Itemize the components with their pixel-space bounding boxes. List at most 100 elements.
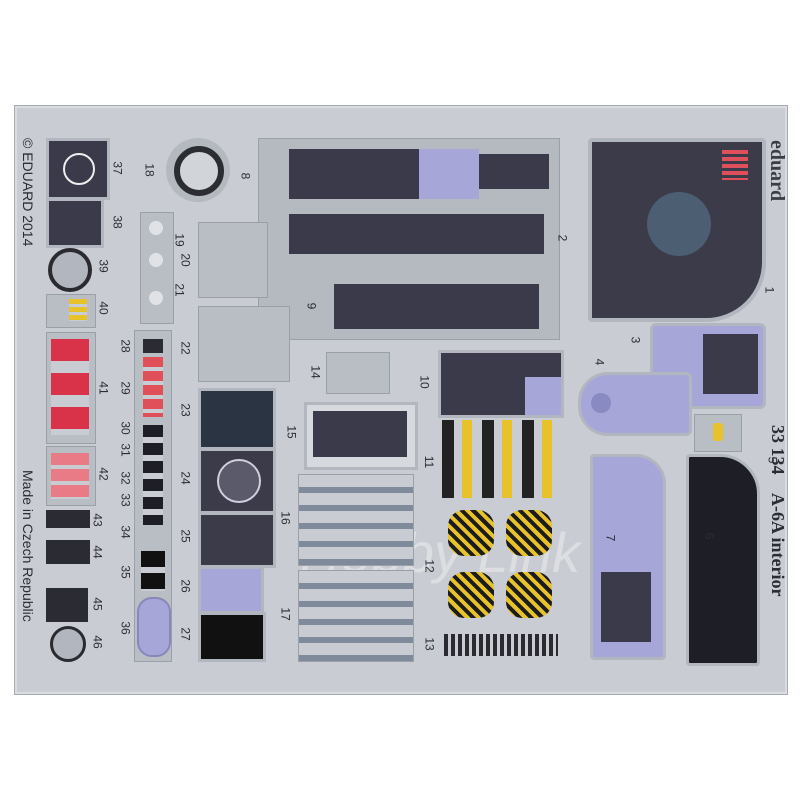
- part-3-dark-inset: [703, 334, 758, 394]
- part-number-label: 22: [178, 341, 193, 355]
- copyright-text: © EDUARD 2014: [20, 138, 36, 247]
- panel-strip-middle: [289, 214, 544, 254]
- part-number-label: 21: [172, 283, 187, 297]
- part-23-screen: [198, 388, 276, 450]
- part-number-label: 19: [172, 233, 187, 247]
- part-29-red-lights: [143, 357, 163, 417]
- part-4-knob-icon: [591, 393, 611, 413]
- part-number-label: 25: [178, 529, 193, 543]
- product-code: 33 134: [768, 425, 788, 475]
- part-19-21-knob-strip: [140, 212, 174, 324]
- part-14-bracket: [326, 352, 390, 394]
- part-number-label: 14: [308, 365, 323, 379]
- part-46-dial: [50, 626, 86, 662]
- part-2-console-panel: [258, 138, 560, 340]
- part-28-36-column: [134, 330, 172, 662]
- part-number-label: 38: [110, 215, 125, 229]
- part-6-side-panel: [686, 454, 760, 666]
- part-11-buckles: [442, 420, 560, 498]
- part-36-oval: [137, 597, 171, 657]
- part-22-seat-cushion: [198, 306, 290, 382]
- part-16-harness: [298, 474, 414, 566]
- part-number-label: 34: [118, 525, 133, 539]
- part-41-red-blocks: [51, 339, 89, 435]
- part-1-instrument-panel: [588, 138, 766, 322]
- part-number-label: 27: [178, 627, 193, 641]
- part-4-keypad-panel: [578, 372, 692, 436]
- part-number-label: 20: [178, 253, 193, 267]
- yellow-lights-icon: [713, 423, 723, 441]
- part-7-gauges: [601, 572, 651, 642]
- part-number-label: 40: [96, 301, 111, 315]
- part-number-label: 28: [118, 339, 133, 353]
- part-number-label: 37: [110, 161, 125, 175]
- part-45-panel: [46, 588, 88, 622]
- part-number-label: 31: [118, 443, 133, 457]
- part-number-label: 45: [90, 597, 105, 611]
- part-13-strip: [444, 634, 558, 656]
- part-35-black-blocks: [141, 551, 165, 591]
- part-26-panel: [198, 566, 264, 614]
- part-number-label: 9: [304, 302, 319, 310]
- part-15-dark-inset: [313, 411, 407, 457]
- part-7-side-panel: [590, 454, 666, 660]
- part-number-label: 4: [592, 358, 607, 366]
- part-43-switch: [46, 510, 90, 528]
- part-15-panel: [304, 402, 418, 470]
- part-42-pink-panels: [46, 446, 96, 506]
- part-number-label: 23: [178, 403, 193, 417]
- part-number-label: 15: [284, 425, 299, 439]
- part-number-label: 39: [96, 259, 111, 273]
- panel-strip-right: [479, 154, 549, 189]
- part-41-red-panels: [46, 332, 96, 444]
- part-number-label: 43: [90, 513, 105, 527]
- radar-scope-icon: [647, 192, 711, 256]
- part-3-small-panel: [650, 323, 766, 409]
- part-number-label: 30: [118, 421, 133, 435]
- part-5-small-light-strip: [694, 414, 742, 452]
- part-30-33-switches: [143, 425, 163, 525]
- part-number-label: 26: [178, 579, 193, 593]
- part-number-label: 33: [118, 493, 133, 507]
- yellow-lights-icon-40: [69, 299, 87, 321]
- part-number-label: 44: [90, 545, 105, 559]
- red-warning-lights: [722, 150, 748, 180]
- part-number-label: 5: [765, 456, 780, 464]
- part-25-panel: [198, 512, 276, 568]
- part-number-label: 24: [178, 471, 193, 485]
- handle-bottom-left: [448, 572, 494, 618]
- part-38-instrument: [46, 198, 104, 248]
- part-number-label: 41: [96, 381, 111, 395]
- part-44-switch: [46, 540, 90, 564]
- part-10-panel: [438, 350, 564, 418]
- handle-top-right: [506, 510, 552, 556]
- part-39-dial: [48, 248, 92, 292]
- part-number-label: 2: [555, 234, 570, 242]
- vent-ring-icon: [174, 146, 224, 196]
- part-27-panel: [198, 612, 266, 662]
- part-number-label: 35: [118, 565, 133, 579]
- part-12-striped-handles: [448, 510, 556, 620]
- part-number-label: 8: [238, 172, 253, 180]
- part-number-label: 13: [422, 637, 437, 651]
- part-number-label: 7: [603, 534, 618, 542]
- part-20-frame: [198, 222, 268, 298]
- panel-strip-top: [289, 149, 419, 199]
- part-10-lavender-corner: [525, 377, 561, 415]
- part-number-label: 18: [142, 163, 157, 177]
- part-number-label: 42: [96, 467, 111, 481]
- part-37-dial-icon: [63, 153, 95, 185]
- part-number-label: 1: [762, 286, 777, 294]
- part-number-label: 36: [118, 621, 133, 635]
- product-title: A-6A interior: [768, 493, 788, 597]
- part-24-dial-display: [198, 448, 276, 514]
- part-17-harness: [298, 570, 414, 662]
- dial-icon: [217, 459, 261, 503]
- part-number-label: 12: [422, 559, 437, 573]
- knob-icon-21: [149, 291, 163, 305]
- part-number-label: 16: [278, 511, 293, 525]
- handle-top-left: [448, 510, 494, 556]
- made-in-text: Made in Czech Republic: [20, 470, 36, 622]
- panel-lavender-block: [419, 149, 479, 199]
- part-number-label: 46: [90, 635, 105, 649]
